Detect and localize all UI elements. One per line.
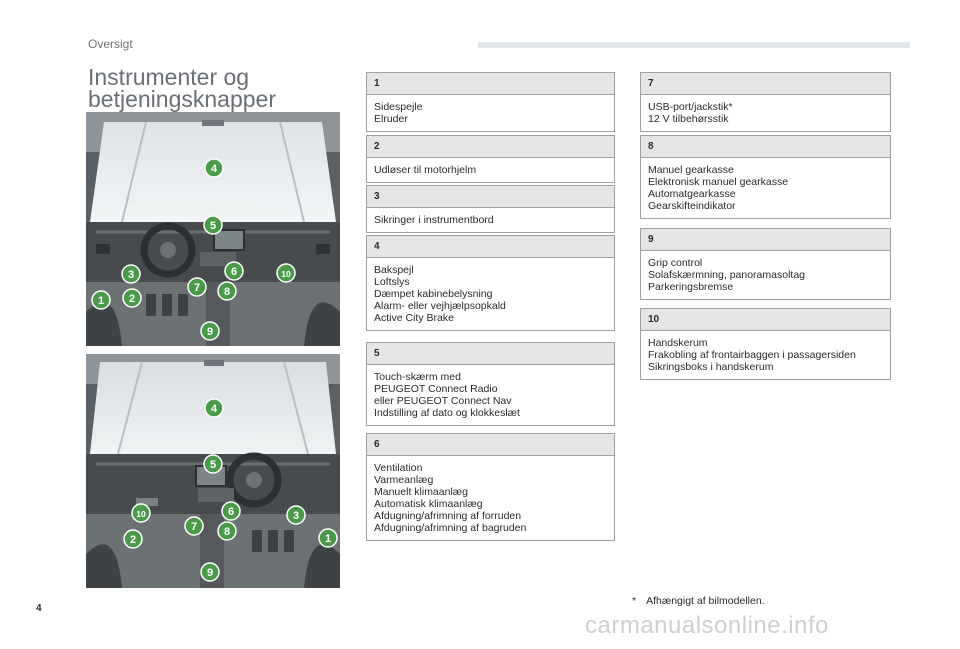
box-1-line: Elruder [374, 113, 408, 125]
header-bar [478, 42, 910, 48]
box-1-body: Sidespejle Elruder [367, 95, 614, 131]
box-2-line: Udløser til motorhjelm [374, 164, 477, 176]
box-8-number: 8 [641, 136, 890, 158]
dashboard-illustration-lhd [86, 112, 340, 346]
box-7-number: 7 [641, 73, 890, 95]
footnote-text: Afhængigt af bilmodellen. [646, 595, 765, 607]
title-line-1: Instrumenter og [88, 64, 250, 90]
box-5-line: eller PEUGEOT Connect Nav [374, 395, 512, 407]
box-10-line: Handskerum [648, 337, 708, 349]
box-4-line: Alarm- eller vejhjælpsopkald [374, 300, 506, 312]
box-8-line: Gearskifteindikator [648, 200, 736, 212]
box-7-line: 12 V tilbehørsstik [648, 113, 729, 125]
box-9-body: Grip control Solafskærmning, panoramasol… [641, 251, 890, 299]
box-4-line: Dæmpet kabinebelysning [374, 288, 493, 300]
box-1-number: 1 [367, 73, 614, 95]
box-6-line: Varmeanlæg [374, 474, 434, 486]
box-9-line: Grip control [648, 257, 703, 269]
box-2-number: 2 [367, 136, 614, 158]
box-9-line: Parkeringsbremse [648, 281, 734, 293]
box-8: 8 Manuel gearkasse Elektronisk manuel ge… [640, 135, 891, 219]
box-4-line: Bakspejl [374, 264, 414, 276]
box-6-line: Manuelt klimaanlæg [374, 486, 468, 498]
box-2: 2 Udløser til motorhjelm [366, 135, 615, 183]
box-6-line: Afdugning/afrimning af bagruden [374, 522, 527, 534]
box-6: 6 Ventilation Varmeanlæg Manuelt klimaan… [366, 433, 615, 541]
box-3-number: 3 [367, 186, 614, 208]
box-4-body: Bakspejl Loftslys Dæmpet kabinebelysning… [367, 258, 614, 330]
box-5-line: Indstilling af dato og klokkeslæt [374, 407, 520, 419]
box-8-line: Manuel gearkasse [648, 164, 734, 176]
title-line-2: betjeningsknapper [88, 86, 276, 112]
section-label: Oversigt [88, 37, 133, 51]
box-10-line: Sikringsboks i handskerum [648, 361, 774, 373]
box-5-number: 5 [367, 343, 614, 365]
box-10-number: 10 [641, 309, 890, 331]
box-10-body: Handskerum Frakobling af frontairbaggen … [641, 331, 890, 379]
page-number: 4 [36, 603, 42, 614]
box-8-line: Automatgearkasse [648, 188, 736, 200]
footnote: * Afhængigt af bilmodellen. [632, 595, 765, 607]
box-7-line: USB-port/jackstik* [648, 101, 733, 113]
box-7-body: USB-port/jackstik* 12 V tilbehørsstik [641, 95, 890, 131]
box-8-body: Manuel gearkasse Elektronisk manuel gear… [641, 158, 890, 218]
footnote-mark: * [632, 595, 637, 607]
box-5-line: Touch-skærm med [374, 371, 461, 383]
box-9-line: Solafskærmning, panoramasoltag [648, 269, 805, 281]
box-6-line: Ventilation [374, 462, 423, 474]
box-6-body: Ventilation Varmeanlæg Manuelt klimaanlæ… [367, 456, 614, 540]
box-8-line: Elektronisk manuel gearkasse [648, 176, 789, 188]
watermark: carmanualsonline.info [585, 612, 829, 639]
box-4-line: Active City Brake [374, 312, 454, 324]
box-4: 4 Bakspejl Loftslys Dæmpet kabinebelysni… [366, 235, 615, 331]
box-10: 10 Handskerum Frakobling af frontairbagg… [640, 308, 891, 380]
box-5-line: PEUGEOT Connect Radio [374, 383, 498, 395]
box-1: 1 Sidespejle Elruder [366, 72, 615, 132]
box-9-number: 9 [641, 229, 890, 251]
box-5: 5 Touch-skærm med PEUGEOT Connect Radio … [366, 342, 615, 426]
dashboard-illustration-rhd [86, 354, 340, 588]
box-10-line: Frakobling af frontairbaggen i passagers… [648, 349, 856, 361]
box-6-line: Afdugning/afrimning af forruden [374, 510, 522, 522]
box-6-number: 6 [367, 434, 614, 456]
box-5-body: Touch-skærm med PEUGEOT Connect Radio el… [367, 365, 614, 425]
box-6-line: Automatisk klimaanlæg [374, 498, 483, 510]
box-3: 3 Sikringer i instrumentbord [366, 185, 615, 233]
box-2-body: Udløser til motorhjelm [367, 158, 614, 182]
box-1-line: Sidespejle [374, 101, 423, 113]
page-title: Instrumenter og betjeningsknapper [88, 64, 276, 112]
box-4-number: 4 [367, 236, 614, 258]
box-9: 9 Grip control Solafskærmning, panoramas… [640, 228, 891, 300]
box-3-body: Sikringer i instrumentbord [367, 208, 614, 232]
box-4-line: Loftslys [374, 276, 410, 288]
box-7: 7 USB-port/jackstik* 12 V tilbehørsstik [640, 72, 891, 132]
box-3-line: Sikringer i instrumentbord [374, 214, 494, 226]
